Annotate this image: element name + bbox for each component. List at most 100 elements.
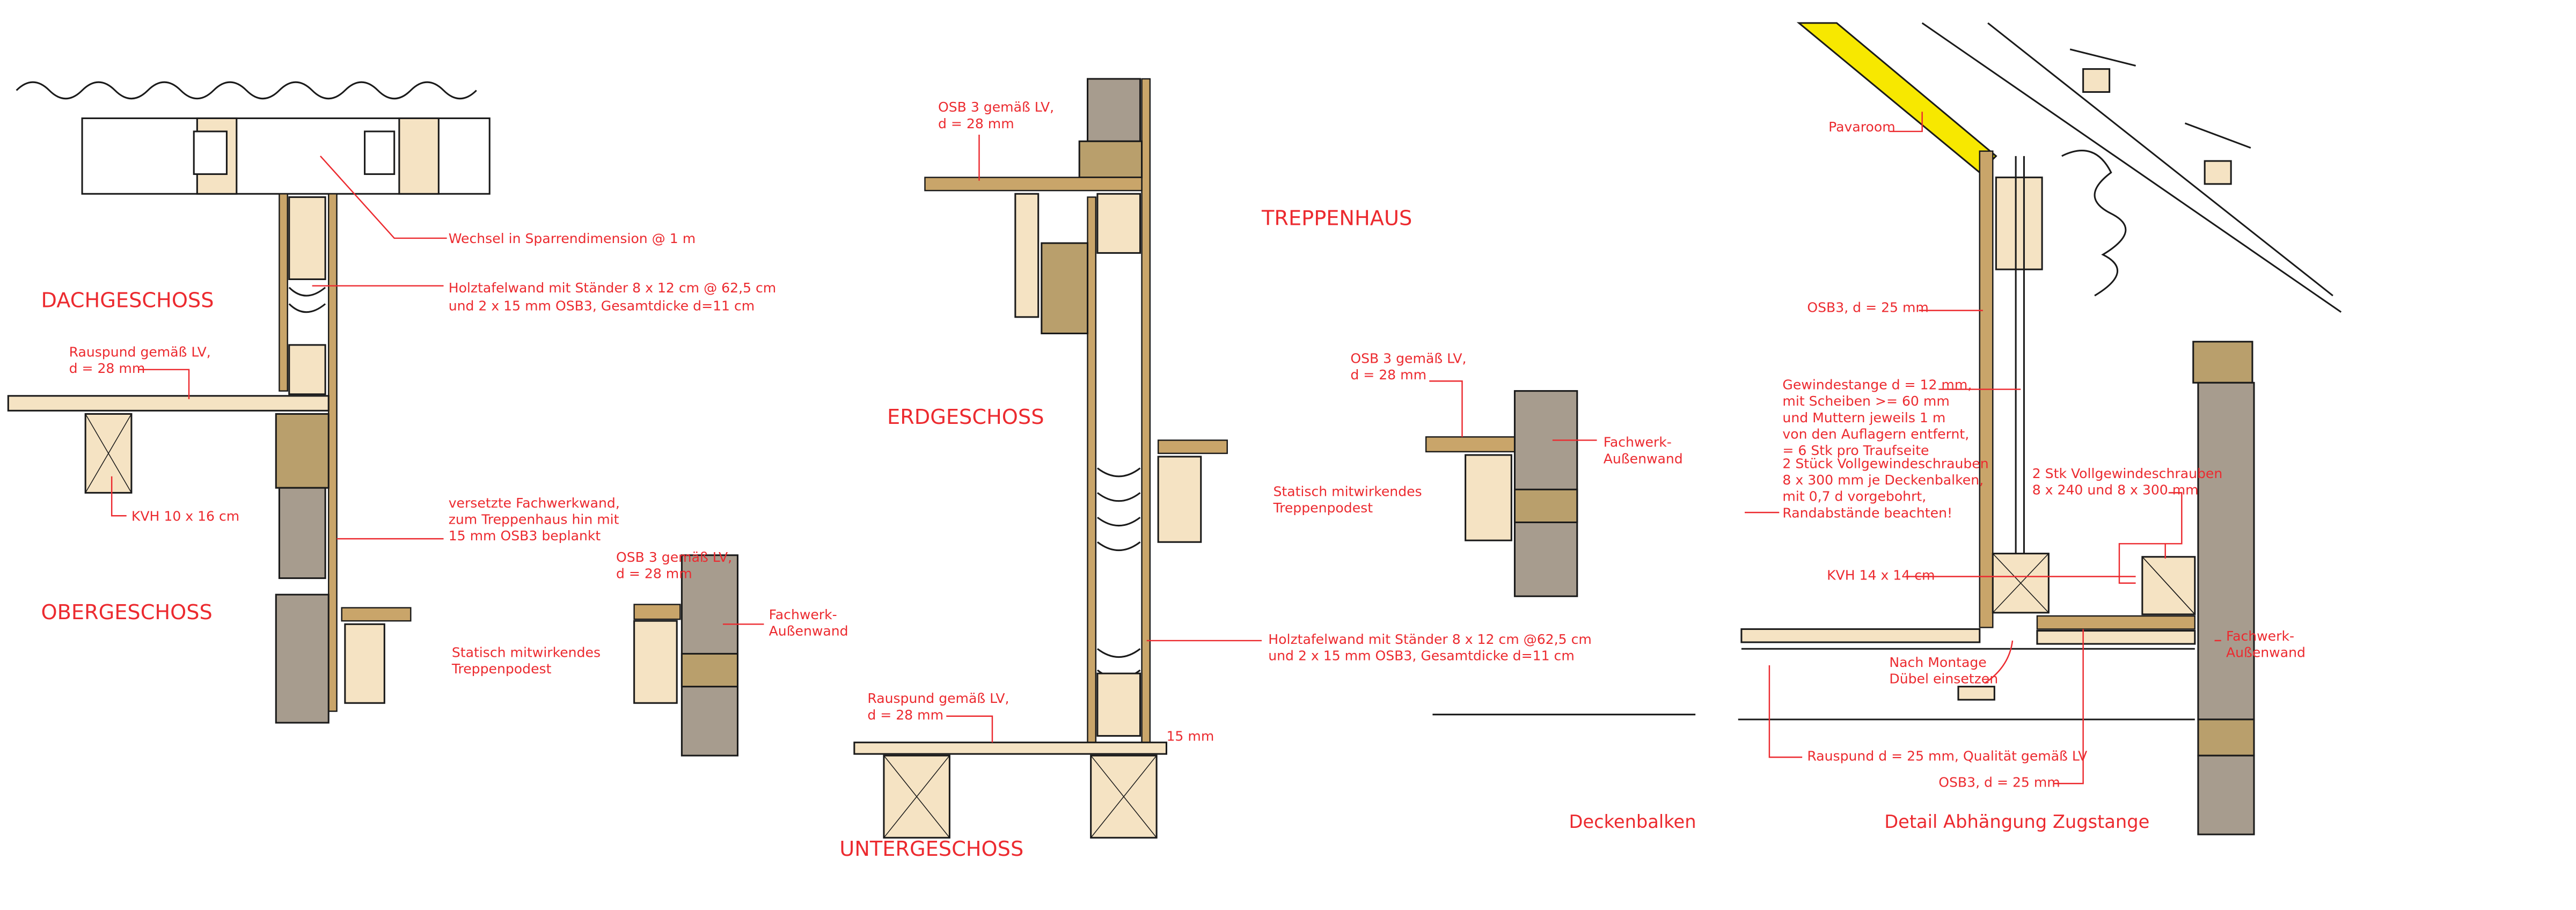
annotation-osb-bottom: OSB3, d = 25 mm bbox=[1938, 774, 2060, 790]
svg-text:und Muttern jeweils 1 m: und Muttern jeweils 1 m bbox=[1782, 410, 1945, 425]
annotation-rauspund-2: d = 28 mm bbox=[867, 707, 943, 723]
annotation-osb-right-2: d = 28 mm bbox=[1350, 367, 1426, 383]
rafter bbox=[398, 117, 440, 195]
annotation-fachwerk-2: Außenwand bbox=[769, 623, 848, 639]
landing-beam bbox=[1157, 456, 1202, 543]
osb-layer bbox=[279, 193, 288, 392]
label-treppenhaus: TREPPENHAUS bbox=[1261, 206, 1412, 230]
label-deckenbalken: Deckenbalken bbox=[1569, 811, 1696, 832]
floor-boarding bbox=[2036, 630, 2196, 645]
annotation-fachwerk-2: Außenwand bbox=[1604, 451, 1683, 466]
exterior-wall bbox=[2197, 754, 2255, 835]
beam bbox=[275, 413, 330, 489]
wall-beam bbox=[1513, 488, 1578, 524]
svg-text:2 Stk Vollgewindeschrauben: 2 Stk Vollgewindeschrauben bbox=[2032, 466, 2223, 481]
dowel-block bbox=[1957, 686, 1995, 701]
annotation-osb-1: OSB 3 gemäß LV, bbox=[616, 549, 732, 565]
beam bbox=[1078, 140, 1143, 179]
annotation-rauspund: Rauspund d = 25 mm, Qualität gemäß LV bbox=[1807, 748, 2087, 764]
svg-text:mit 0,7 d vorgebohrt,: mit 0,7 d vorgebohrt, bbox=[1782, 489, 1926, 504]
svg-text:Randabstände beachten!: Randabstände beachten! bbox=[1782, 505, 1952, 520]
insulation-block bbox=[364, 130, 396, 175]
annotation-holztafel-2: und 2 x 15 mm OSB3, Gesamtdicke d=11 cm bbox=[449, 298, 755, 314]
insulation bbox=[288, 287, 326, 313]
annotation-montage-2: Dübel einsetzen bbox=[1889, 671, 1998, 687]
annotation-podest-2: Treppenpodest bbox=[1272, 500, 1373, 516]
purlin bbox=[1995, 177, 2043, 270]
floor-osb bbox=[924, 177, 1143, 192]
floor-label-dachgeschoss: DACHGESCHOSS bbox=[41, 288, 214, 312]
annotation-podest-1: Statisch mitwirkendes bbox=[452, 645, 601, 661]
wall-beam bbox=[2197, 718, 2255, 757]
floor-label-untergeschoss: UNTERGESCHOSS bbox=[839, 837, 1023, 861]
svg-text:8 x 300 mm je Deckenbalken,: 8 x 300 mm je Deckenbalken, bbox=[1782, 472, 1984, 488]
insulation bbox=[1096, 467, 1141, 679]
svg-text:8 x 240 und 8 x 300 mm: 8 x 240 und 8 x 300 mm bbox=[2032, 482, 2199, 497]
wall bbox=[1087, 78, 1141, 142]
landing-osb bbox=[1157, 439, 1228, 454]
batten bbox=[2204, 160, 2232, 185]
annotation-holztafel-2: und 2 x 15 mm OSB3, Gesamtdicke d=11 cm bbox=[1268, 648, 1575, 664]
pavaroom-board bbox=[1796, 22, 1997, 174]
annotation-osb-top: OSB3, d = 25 mm bbox=[1807, 300, 1929, 315]
annotation-kvh: KVH 10 x 16 cm bbox=[131, 508, 239, 524]
landing-osb bbox=[341, 607, 412, 622]
annotation-podest-1: Statisch mitwirkendes bbox=[1273, 484, 1422, 500]
svg-text:2 Stück Vollgewindeschrauben: 2 Stück Vollgewindeschrauben bbox=[1782, 456, 1988, 471]
annotation-schrauben-right: 2 Stk Vollgewindeschrauben 8 x 240 und 8… bbox=[2032, 466, 2223, 498]
annotation-fachwerk-1: Fachwerk- bbox=[769, 607, 837, 622]
stud bbox=[1096, 193, 1141, 254]
landing-osb bbox=[1425, 436, 1516, 453]
annotation-podest-2: Treppenpodest bbox=[451, 661, 552, 677]
insulation bbox=[2061, 150, 2127, 297]
osb-floor bbox=[2036, 615, 2196, 630]
exterior-wall bbox=[2197, 381, 2255, 721]
stud bbox=[288, 344, 326, 395]
annotation-versetzt-1: versetzte Fachwerkwand, bbox=[449, 495, 620, 511]
annotation-versetzt-3: 15 mm OSB3 beplankt bbox=[449, 528, 601, 544]
right-detail: Pavaroom OSB3, d = 25 mm Gewindestange d… bbox=[1738, 22, 2342, 835]
annotation-kvh: KVH 14 x 14 cm bbox=[1827, 568, 1935, 583]
annotation-pavaroom: Pavaroom bbox=[1828, 119, 1896, 135]
middle-detail: OSB 3 gemäß LV, d = 28 mm TREPPENHAUS ER… bbox=[839, 78, 1696, 861]
batten bbox=[2082, 68, 2111, 93]
roof-lines bbox=[1921, 22, 2342, 313]
osb-layer bbox=[1141, 78, 1151, 745]
floor-boarding bbox=[7, 395, 330, 412]
left-detail: DACHGESCHOSS OBERGESCHOSS Wechsel in Spa… bbox=[7, 81, 848, 757]
stud bbox=[1096, 672, 1141, 737]
half-timbered-wall bbox=[278, 487, 326, 579]
half-timbered-wall bbox=[275, 593, 330, 724]
floor-label-obergeschoss: OBERGESCHOSS bbox=[41, 600, 213, 625]
stair-beam bbox=[1041, 242, 1089, 334]
annotation-rauspund-2: d = 28 mm bbox=[69, 361, 145, 376]
floor-label-erdgeschoss: ERDGESCHOSS bbox=[887, 405, 1044, 429]
annotation-versetzt-2: zum Treppenhaus hin mit bbox=[449, 512, 619, 527]
landing-osb bbox=[633, 604, 681, 620]
annotation-gap: 15 mm bbox=[1166, 729, 1214, 744]
landing-beam bbox=[344, 623, 385, 704]
annotation-osb-2: d = 28 mm bbox=[616, 566, 692, 582]
wall-beam bbox=[680, 652, 739, 688]
roof-covering bbox=[16, 81, 477, 100]
landing-beam bbox=[1465, 454, 1512, 541]
osb-layer bbox=[1087, 196, 1097, 745]
svg-text:= 6 Stk pro Traufseite: = 6 Stk pro Traufseite bbox=[1782, 443, 1929, 458]
annotation-rauspund-1: Rauspund gemäß LV, bbox=[69, 344, 211, 359]
detail-title: Detail Abhängung Zugstange bbox=[1884, 811, 2149, 832]
annotation-fachwerk-2: Außenwand bbox=[2226, 645, 2306, 661]
stair-stringer bbox=[1014, 193, 1040, 318]
svg-text:Gewindestange d = 12 mm,: Gewindestange d = 12 mm, bbox=[1782, 377, 1972, 393]
annotation-schrauben-left: 2 Stück Vollgewindeschrauben 8 x 300 mm … bbox=[1782, 456, 1988, 520]
annotation-osb-top-2: d = 28 mm bbox=[938, 116, 1014, 131]
annotation-fachwerk-1: Fachwerk- bbox=[2226, 628, 2294, 644]
annotation-rauspund-1: Rauspund gemäß LV, bbox=[867, 691, 1009, 706]
landing-beam bbox=[633, 620, 678, 704]
annotation-osb-right-1: OSB 3 gemäß LV, bbox=[1350, 351, 1466, 366]
osb-layer bbox=[328, 193, 338, 712]
annotation-osb-top-1: OSB 3 gemäß LV, bbox=[938, 99, 1054, 115]
floor-boarding bbox=[853, 742, 1167, 755]
wall-beam-top bbox=[2192, 341, 2253, 384]
svg-text:mit Scheiben >= 60 mm: mit Scheiben >= 60 mm bbox=[1782, 393, 1949, 409]
